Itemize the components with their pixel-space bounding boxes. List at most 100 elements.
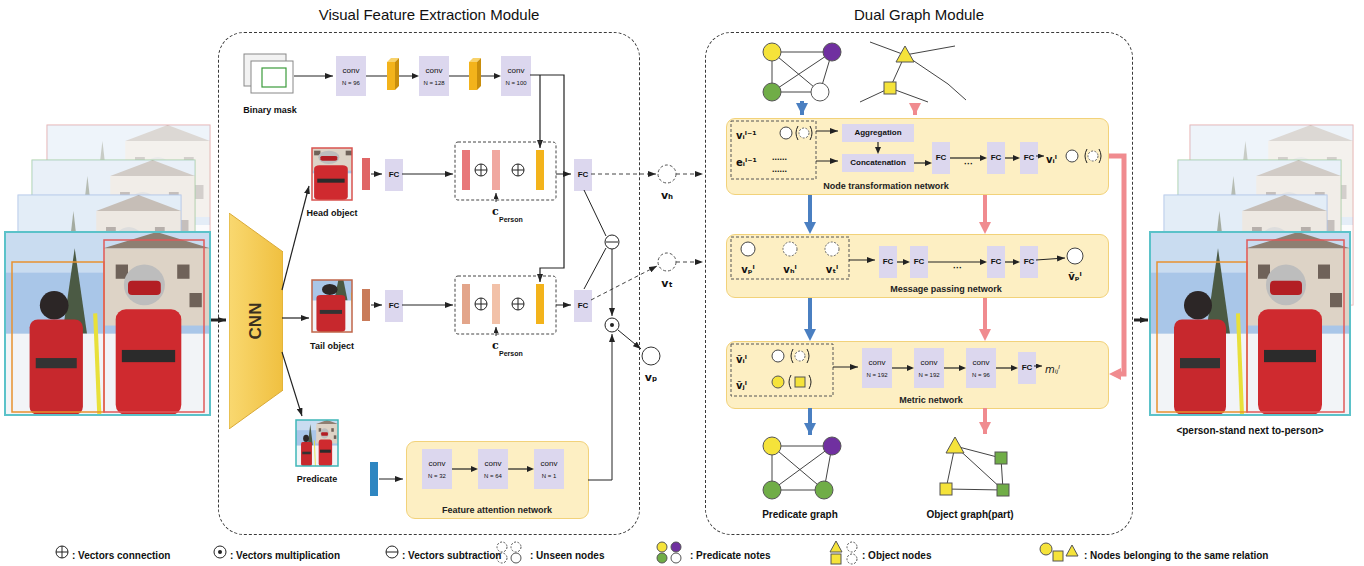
legend-shape bbox=[511, 553, 521, 563]
connector bbox=[508, 468, 527, 469]
layer-text: conv bbox=[485, 459, 502, 469]
legend-shape bbox=[657, 553, 667, 563]
layer-text: FC bbox=[1022, 363, 1033, 373]
output-image-stack bbox=[1150, 125, 1353, 415]
legend-text: : Vectors subtraction bbox=[402, 550, 501, 562]
legend-shape bbox=[1053, 551, 1063, 561]
edge-label: ··· bbox=[962, 159, 975, 169]
network-name: Node transformation network bbox=[823, 181, 949, 194]
fc-layer-box: FC bbox=[879, 246, 897, 278]
fc-layer-box: FC bbox=[1018, 352, 1036, 384]
layer-text: FC bbox=[578, 170, 589, 180]
label-wrap: Object graph(part) bbox=[926, 504, 1013, 522]
layer-text: FC bbox=[936, 153, 947, 163]
legend-text: : Vectors multiplication bbox=[230, 550, 340, 562]
head-object-image bbox=[257, 140, 362, 200]
conv-layer-box: convN = 192 bbox=[862, 348, 892, 388]
message-passing-inputs bbox=[731, 237, 1083, 279]
input-arrow bbox=[211, 319, 226, 322]
legend-text: : Vectors connection bbox=[72, 550, 170, 562]
edge-dots: ...... bbox=[772, 152, 787, 162]
edge-label-wrap: ··· bbox=[951, 257, 964, 275]
label-wrap: mᵢⱼˡ bbox=[1045, 359, 1060, 377]
label-wrap: Tail object bbox=[310, 335, 354, 353]
feature-cuboid bbox=[469, 58, 481, 90]
connector bbox=[1005, 261, 1013, 262]
binary-mask-image bbox=[244, 54, 293, 93]
image-caption: Binary mask bbox=[243, 105, 297, 115]
network-name: Message passing network bbox=[890, 284, 1002, 297]
vector-operations bbox=[584, 165, 703, 480]
legend-sample bbox=[386, 546, 398, 558]
graph-caption: Object graph(part) bbox=[926, 509, 1013, 521]
image-caption: Predicate bbox=[297, 474, 338, 484]
layer-text: N = 128 bbox=[423, 79, 444, 87]
layer-text: conv bbox=[541, 459, 558, 469]
label-wrap: Person bbox=[499, 342, 523, 360]
node-transformation-inputs bbox=[731, 121, 1101, 179]
connector bbox=[897, 261, 903, 262]
fc-layer-box: FC bbox=[385, 159, 403, 191]
label-wrap: vₜ bbox=[661, 273, 672, 291]
predicate-branch bbox=[370, 462, 403, 496]
network-name: Feature attention network bbox=[442, 505, 552, 518]
layer-text: FC bbox=[991, 153, 1002, 163]
legend-entry: : Vectors connection bbox=[72, 545, 170, 563]
layer-text: FC bbox=[389, 301, 400, 311]
edge-label-wrap: ··· bbox=[962, 153, 975, 171]
fc-layer-box: FC bbox=[1020, 142, 1038, 174]
vector-symbol: ṽⱼˡ bbox=[736, 380, 747, 392]
vector-symbol: vₕ bbox=[661, 190, 673, 203]
fc-layer-box: FC bbox=[574, 159, 592, 191]
layer-text: N = 64 bbox=[484, 472, 502, 480]
legend-entry: : Nodes belonging to the same relation bbox=[1084, 545, 1268, 563]
legend-shape bbox=[1066, 545, 1078, 556]
metric-inputs bbox=[731, 344, 1042, 396]
metric-symbol: mᵢⱼˡ bbox=[1045, 364, 1060, 376]
input-graphs bbox=[763, 42, 966, 115]
legend-shape bbox=[511, 542, 521, 552]
vector-subscript: Person bbox=[499, 350, 523, 358]
connector bbox=[452, 468, 471, 469]
cnn-trapezoid bbox=[229, 213, 283, 429]
connector bbox=[983, 195, 987, 222]
label-wrap: vₜˡ bbox=[826, 259, 839, 277]
legend-text: : Unseen nodes bbox=[530, 550, 604, 562]
network-name: Metric network bbox=[899, 395, 963, 408]
mask-feature-wire bbox=[530, 75, 564, 282]
connector bbox=[892, 367, 907, 368]
conv-layer-box: convN = 128 bbox=[419, 56, 449, 96]
head-branch bbox=[362, 142, 571, 202]
edge-label: ··· bbox=[951, 263, 964, 273]
predicate-image bbox=[296, 420, 338, 466]
legend-sample bbox=[1040, 543, 1078, 561]
conv-layer-box: conv N = 64 bbox=[478, 449, 508, 489]
connector bbox=[808, 195, 812, 222]
legend-shape bbox=[671, 542, 681, 552]
connector bbox=[1109, 156, 1124, 374]
conv-layer-box: convN = 32 bbox=[422, 449, 452, 489]
vector-subscript: Person bbox=[499, 216, 523, 224]
label-wrap: vₕˡ bbox=[783, 259, 796, 277]
label-wrap: vₕ bbox=[661, 185, 673, 203]
label-wrap: eᵢˡ⁻¹ bbox=[736, 152, 757, 170]
connector bbox=[877, 142, 878, 147]
label-wrap: ṽⱼˡ bbox=[736, 375, 747, 393]
fc-layer-box: FC bbox=[987, 246, 1005, 278]
feature-cuboid bbox=[387, 58, 399, 90]
legend-shape bbox=[386, 546, 398, 558]
label-wrap: c bbox=[492, 201, 499, 219]
connector bbox=[996, 367, 1011, 368]
legend-shape bbox=[56, 546, 68, 558]
legend-sample bbox=[657, 542, 681, 563]
label-wrap: <person-stand next to-person> bbox=[1176, 420, 1323, 438]
conv-layer-box: convN = 192 bbox=[914, 348, 944, 388]
vector-symbol: eᵢˡ⁻¹ bbox=[736, 157, 757, 169]
label-wrap: ṽₚˡ bbox=[1068, 266, 1082, 284]
label-wrap: Binary mask bbox=[243, 99, 297, 117]
network-band: Feature attention network convN = 32 convN… bbox=[406, 441, 589, 519]
